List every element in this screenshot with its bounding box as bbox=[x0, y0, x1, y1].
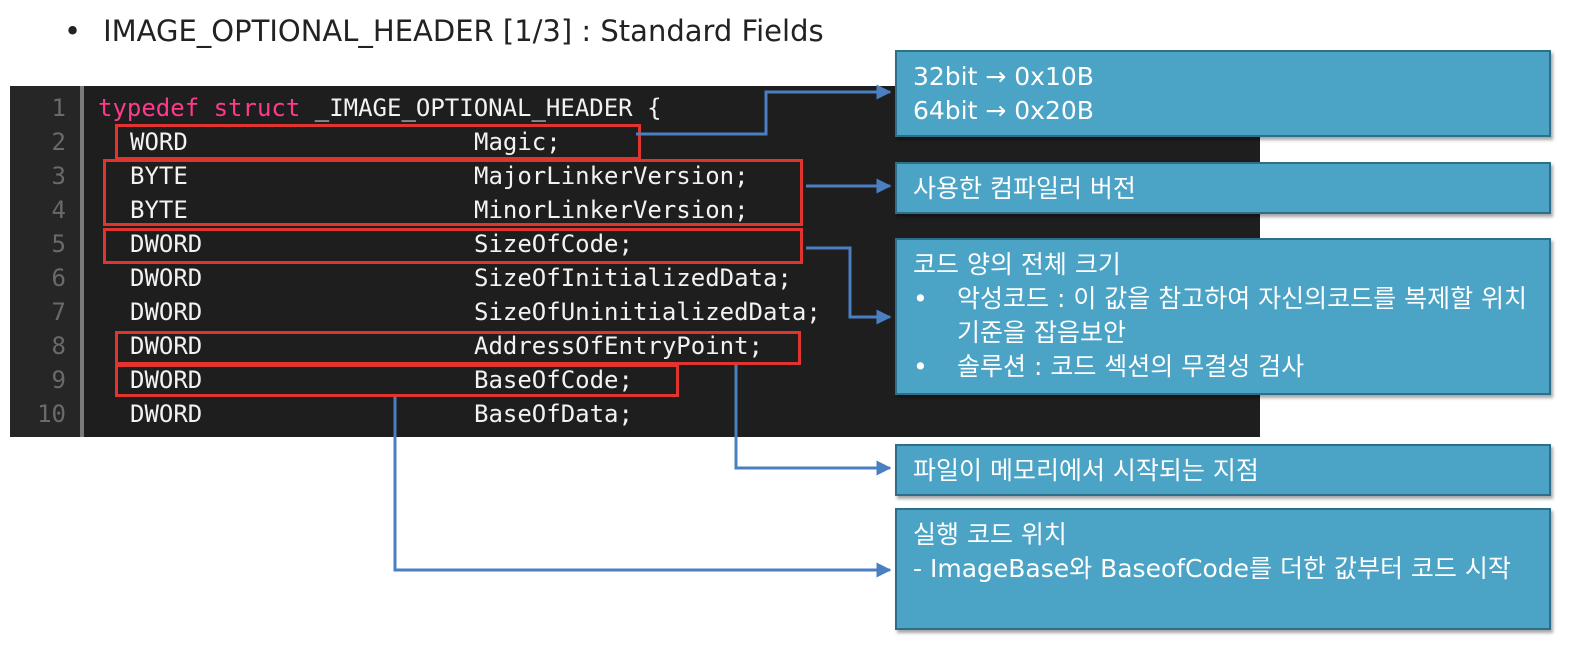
note-baseofcode-heading: 실행 코드 위치 bbox=[913, 520, 1067, 549]
code-field: SizeOfCode; bbox=[474, 230, 633, 258]
line-number: 5 bbox=[51, 230, 66, 258]
highlight-sizeofcode bbox=[103, 228, 803, 264]
line-number: 6 bbox=[51, 264, 66, 292]
arrow-sizeofcode bbox=[806, 246, 892, 325]
note-baseofcode: 실행 코드 위치 - ImageBase와 BaseofCode를 더한 값부터… bbox=[895, 508, 1551, 630]
note-bullet: 솔루션 : 코드 섹션의 무결성 검사 bbox=[913, 350, 1533, 384]
note-magic-line1: 32bit → 0x10B bbox=[913, 62, 1094, 91]
code-field: BaseOfData; bbox=[474, 400, 633, 428]
line-number: 9 bbox=[51, 366, 66, 394]
note-baseofcode-detail: - ImageBase와 BaseofCode를 더한 값부터 코드 시작 bbox=[913, 554, 1511, 583]
line-number-gutter: 1 2 3 4 5 6 7 8 9 10 bbox=[10, 86, 84, 437]
line-number: 8 bbox=[51, 332, 66, 360]
code-field: AddressOfEntryPoint; bbox=[474, 332, 763, 360]
slide-title: • IMAGE_OPTIONAL_HEADER [1/3] : Standard … bbox=[64, 14, 824, 48]
typedef-keyword: typedef struct bbox=[98, 94, 301, 122]
highlight-baseofcode bbox=[115, 364, 679, 397]
highlight-entrypoint bbox=[115, 331, 801, 365]
note-sizeofcode-heading: 코드 양의 전체 크기 bbox=[913, 250, 1121, 279]
line-number: 1 bbox=[51, 94, 66, 122]
line-number: 4 bbox=[51, 196, 66, 224]
note-linker: 사용한 컴파일러 버전 bbox=[895, 162, 1551, 214]
note-bullet: 악성코드 : 이 값을 참고하여 자신의코드를 복제할 위치 기준을 잡음보안 bbox=[913, 282, 1533, 350]
code-type: BYTE bbox=[130, 196, 188, 224]
highlight-linker-version bbox=[103, 159, 803, 226]
note-sizeofcode-list: 악성코드 : 이 값을 참고하여 자신의코드를 복제할 위치 기준을 잡음보안 … bbox=[913, 282, 1533, 384]
code-type: DWORD bbox=[130, 298, 203, 326]
code-type: DWORD bbox=[130, 366, 203, 394]
code-field: BaseOfCode; bbox=[474, 366, 633, 394]
line-number: 10 bbox=[37, 400, 66, 428]
code-type: BYTE bbox=[130, 162, 188, 190]
code-type: DWORD bbox=[130, 332, 203, 360]
note-entrypoint-text: 파일이 메모리에서 시작되는 지점 bbox=[913, 456, 1259, 485]
line-number: 7 bbox=[51, 298, 66, 326]
code-field: SizeOfUninitializedData; bbox=[474, 298, 821, 326]
note-sizeofcode: 코드 양의 전체 크기 악성코드 : 이 값을 참고하여 자신의코드를 복제할 … bbox=[895, 238, 1551, 395]
code-type: DWORD bbox=[130, 400, 203, 428]
title-bullet: • bbox=[64, 14, 82, 48]
code-type: DWORD bbox=[130, 230, 203, 258]
note-linker-text: 사용한 컴파일러 버전 bbox=[913, 174, 1136, 203]
arrow-baseofcode bbox=[393, 397, 892, 578]
note-magic-line2: 64bit → 0x20B bbox=[913, 96, 1094, 125]
arrow-magic bbox=[636, 84, 892, 136]
code-field: SizeOfInitializedData; bbox=[474, 264, 792, 292]
code-type: WORD bbox=[130, 128, 188, 156]
code-line-header: typedef struct _IMAGE_OPTIONAL_HEADER { bbox=[98, 91, 662, 125]
line-number: 2 bbox=[51, 128, 66, 156]
arrow-entrypoint bbox=[734, 365, 892, 476]
code-field: Magic; bbox=[474, 128, 561, 156]
struct-name: _IMAGE_OPTIONAL_HEADER { bbox=[300, 94, 662, 122]
code-field: MinorLinkerVersion; bbox=[474, 196, 749, 224]
note-entrypoint: 파일이 메모리에서 시작되는 지점 bbox=[895, 444, 1551, 496]
code-type: DWORD bbox=[130, 264, 203, 292]
note-magic: 32bit → 0x10B 64bit → 0x20B bbox=[895, 50, 1551, 137]
title-text: IMAGE_OPTIONAL_HEADER [1/3] : Standard F… bbox=[103, 14, 824, 48]
highlight-magic bbox=[115, 124, 641, 160]
line-number: 3 bbox=[51, 162, 66, 190]
code-field: MajorLinkerVersion; bbox=[474, 162, 749, 190]
